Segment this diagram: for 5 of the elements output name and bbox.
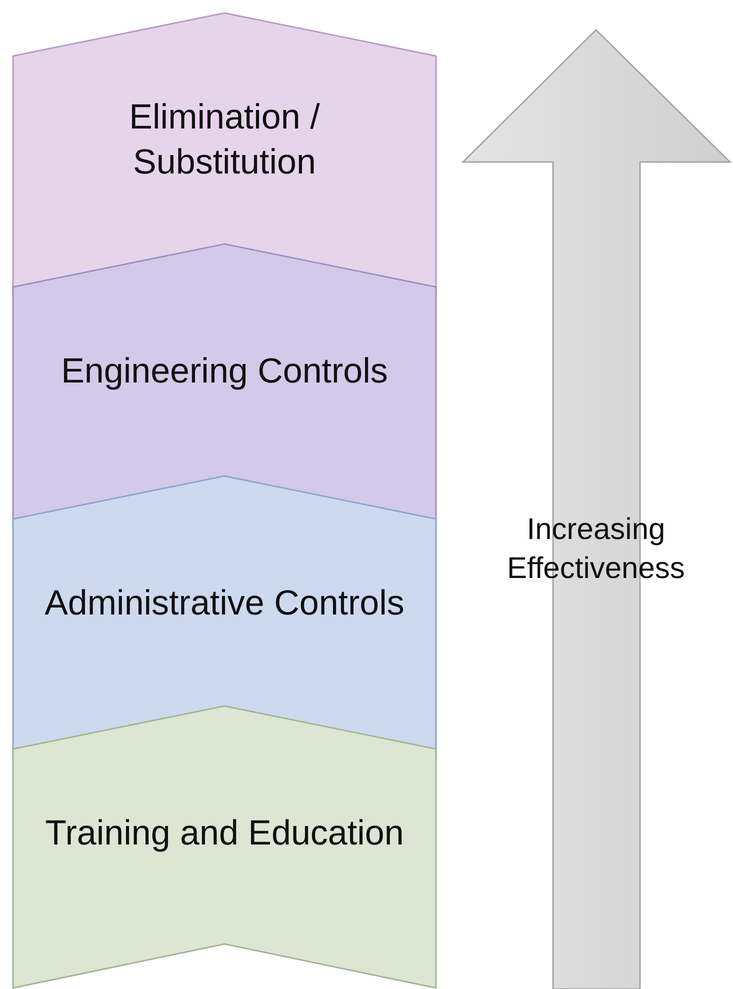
band-label: Administrative Controls: [44, 582, 406, 624]
band-label: Elimination / Substitution: [128, 96, 321, 184]
arrow-label: Increasing Effectiveness: [506, 512, 686, 587]
band-label: Engineering Controls: [60, 350, 389, 392]
band-label: Training and Education: [44, 812, 405, 854]
